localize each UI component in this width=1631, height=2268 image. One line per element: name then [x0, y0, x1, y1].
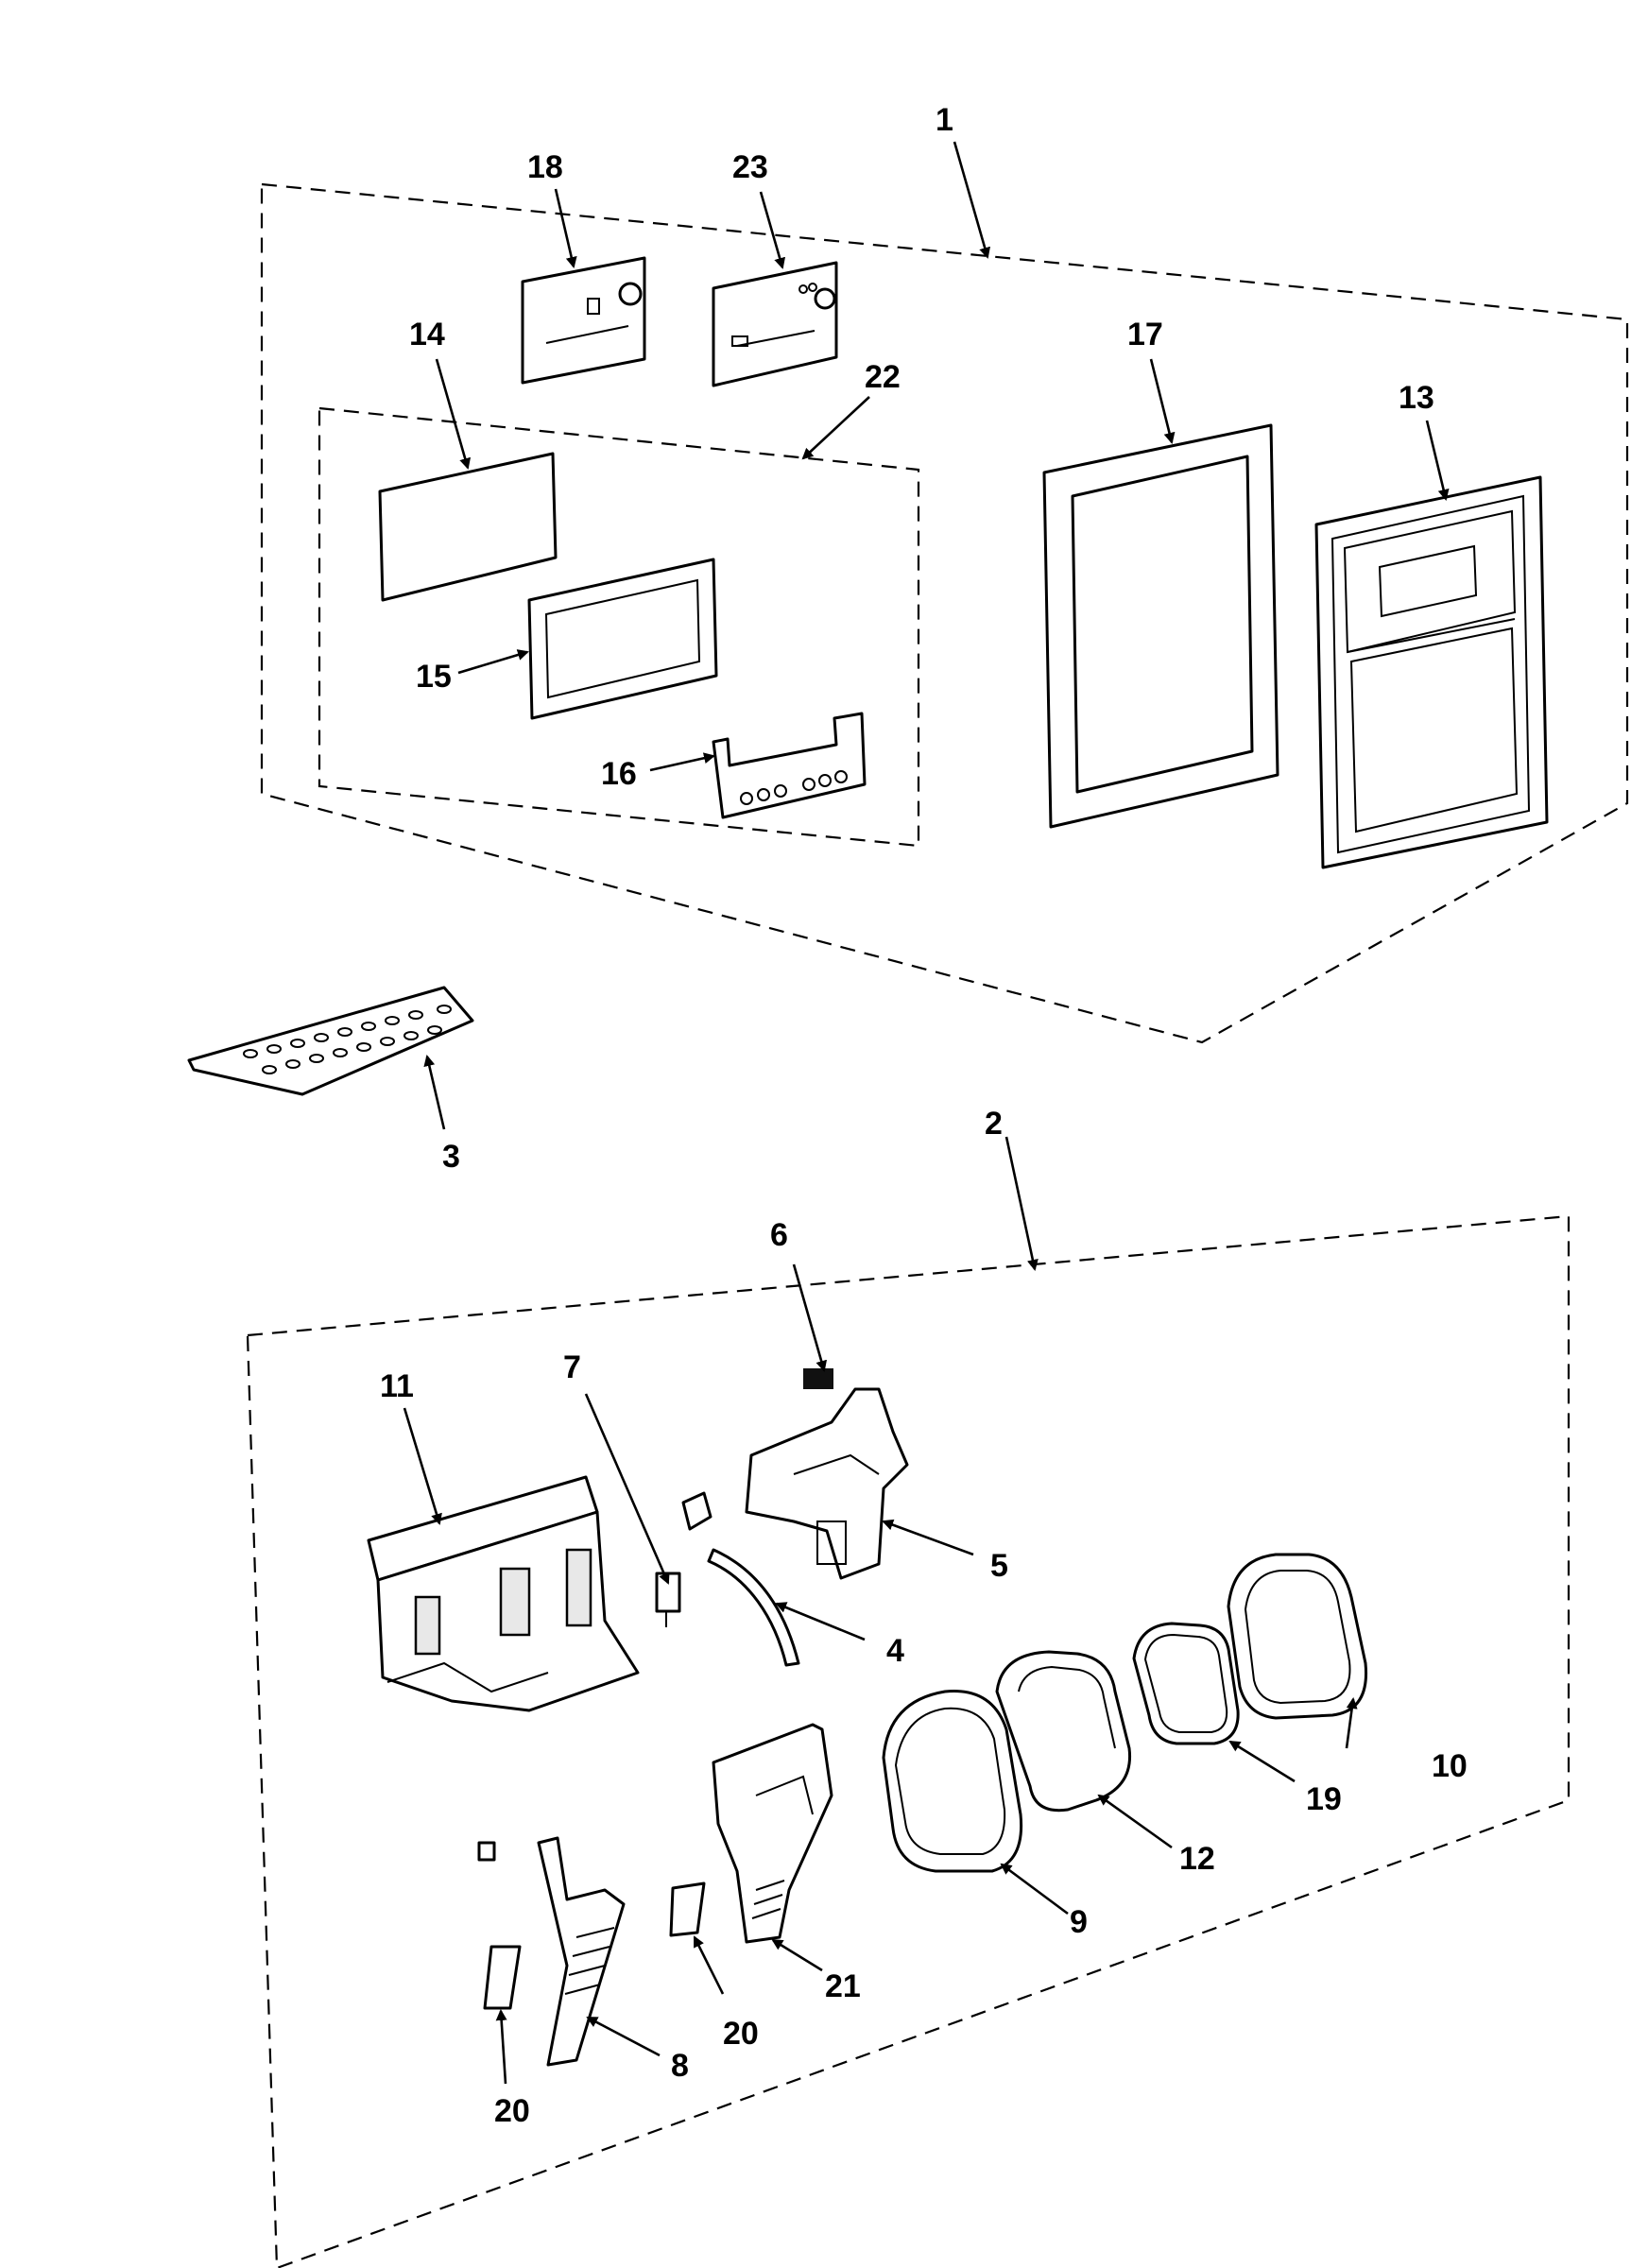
part-5-detergent-cup	[745, 1387, 909, 1580]
part-13-control-panel	[1314, 475, 1549, 869]
label-6: 6	[770, 1217, 788, 1253]
label-23: 23	[732, 149, 768, 185]
part-17-door-frame	[1042, 423, 1279, 829]
part-20-cap-a	[483, 1945, 522, 2010]
part-14-window	[378, 452, 558, 602]
part-4-lever	[707, 1548, 800, 1667]
label-8: 8	[671, 2048, 689, 2084]
label-12: 12	[1179, 1841, 1215, 1877]
part-11-dispenser-housing	[367, 1475, 640, 1712]
part-23-panel-overlay	[712, 261, 838, 387]
label-20-right: 20	[723, 2016, 759, 2052]
assembly-1-boundary	[260, 182, 1629, 1044]
label-13: 13	[1399, 380, 1434, 416]
leader-arrows	[403, 141, 1450, 2085]
part-9-gasket	[882, 1690, 1023, 1873]
label-20-left: 20	[494, 2093, 530, 2129]
label-7: 7	[563, 1349, 581, 1385]
label-9: 9	[1070, 1904, 1088, 1940]
label-16: 16	[601, 756, 637, 792]
part-18-panel-overlay	[521, 256, 646, 385]
label-5: 5	[990, 1548, 1008, 1584]
part-19-seal	[1132, 1622, 1240, 1745]
part-clip	[477, 1841, 496, 1862]
part-10-outer-ring	[1227, 1553, 1368, 1720]
part-8-dispenser-slide	[537, 1836, 626, 2067]
label-15: 15	[416, 659, 452, 695]
label-2: 2	[985, 1106, 1003, 1142]
label-19: 19	[1306, 1781, 1342, 1817]
part-6-spring	[803, 1368, 833, 1389]
label-1: 1	[936, 102, 953, 138]
part-3-button-plate	[187, 986, 474, 1096]
label-11: 11	[380, 1368, 414, 1404]
part-cap	[681, 1491, 712, 1531]
label-18: 18	[527, 149, 563, 185]
label-14: 14	[409, 317, 445, 352]
label-10: 10	[1432, 1748, 1468, 1784]
label-22: 22	[865, 359, 901, 395]
label-4: 4	[886, 1633, 904, 1669]
assembly-2-boundary	[246, 1214, 1571, 2268]
subassembly-22-boundary	[318, 406, 920, 848]
part-16-bracket	[712, 712, 867, 819]
part-15-frame	[527, 558, 718, 720]
part-20-cap-b	[669, 1881, 706, 1937]
part-21-funnel	[712, 1723, 833, 1944]
label-17: 17	[1127, 317, 1163, 352]
label-3: 3	[442, 1139, 460, 1175]
part-12-lid	[995, 1650, 1132, 1813]
label-21: 21	[825, 1968, 861, 2004]
